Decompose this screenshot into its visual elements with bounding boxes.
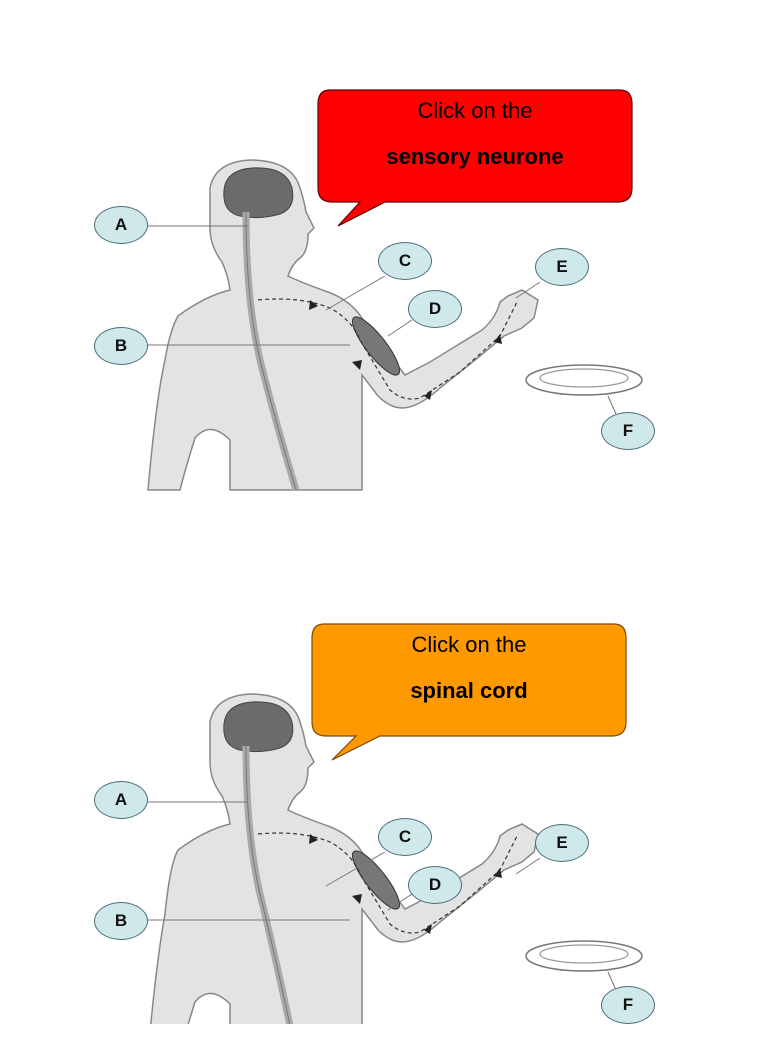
label-f-button[interactable]: F [601, 412, 655, 450]
label-b-button[interactable]: B [94, 327, 148, 365]
prompt-target: sensory neurone [386, 144, 564, 169]
arrow-icon [424, 390, 432, 400]
plate-icon [525, 364, 643, 396]
arrow-icon [352, 360, 362, 370]
reflex-diagram-2 [148, 623, 643, 1024]
arrow-icon [494, 334, 502, 344]
biceps-muscle [351, 850, 401, 910]
reflex-diagram-1 [147, 89, 643, 492]
label-c-button[interactable]: C [378, 818, 432, 856]
brain-icon [223, 167, 294, 219]
prompt-line-1: Click on the [411, 632, 527, 657]
arrow-icon [309, 300, 318, 310]
prompt-text: Click on the sensory neurone [318, 98, 632, 170]
spinal-cord-outline [245, 211, 297, 491]
biceps-muscle [351, 316, 401, 376]
label-b-button[interactable]: B [94, 902, 148, 940]
label-a-button[interactable]: A [94, 206, 148, 244]
speech-bubble-icon [311, 623, 627, 761]
brain-icon [223, 701, 294, 753]
question-panel-2: Click on the spinal cord A B C D E F [0, 534, 768, 1054]
leader-lines [148, 801, 617, 991]
prompt-text: Click on the spinal cord [312, 632, 626, 704]
human-body-figure [150, 693, 539, 1024]
arrow-icon [309, 834, 318, 844]
speech-bubble-icon [317, 89, 633, 227]
label-f-button[interactable]: F [601, 986, 655, 1024]
prompt-line-1: Click on the [417, 98, 533, 123]
label-e-button[interactable]: E [535, 248, 589, 286]
question-panel-1: Click on the sensory neurone A B C D E F [0, 0, 768, 520]
human-body-figure [147, 159, 539, 491]
label-c-button[interactable]: C [378, 242, 432, 280]
label-d-button[interactable]: D [408, 866, 462, 904]
arrow-icon [424, 924, 432, 934]
prompt-target: spinal cord [410, 678, 528, 703]
arrow-icon [494, 868, 502, 878]
leader-lines [148, 225, 617, 415]
plate-icon [525, 940, 643, 972]
spinal-cord-outline [245, 745, 291, 1024]
label-e-button[interactable]: E [535, 824, 589, 862]
label-a-button[interactable]: A [94, 781, 148, 819]
arrow-icon [352, 894, 362, 904]
label-d-button[interactable]: D [408, 290, 462, 328]
